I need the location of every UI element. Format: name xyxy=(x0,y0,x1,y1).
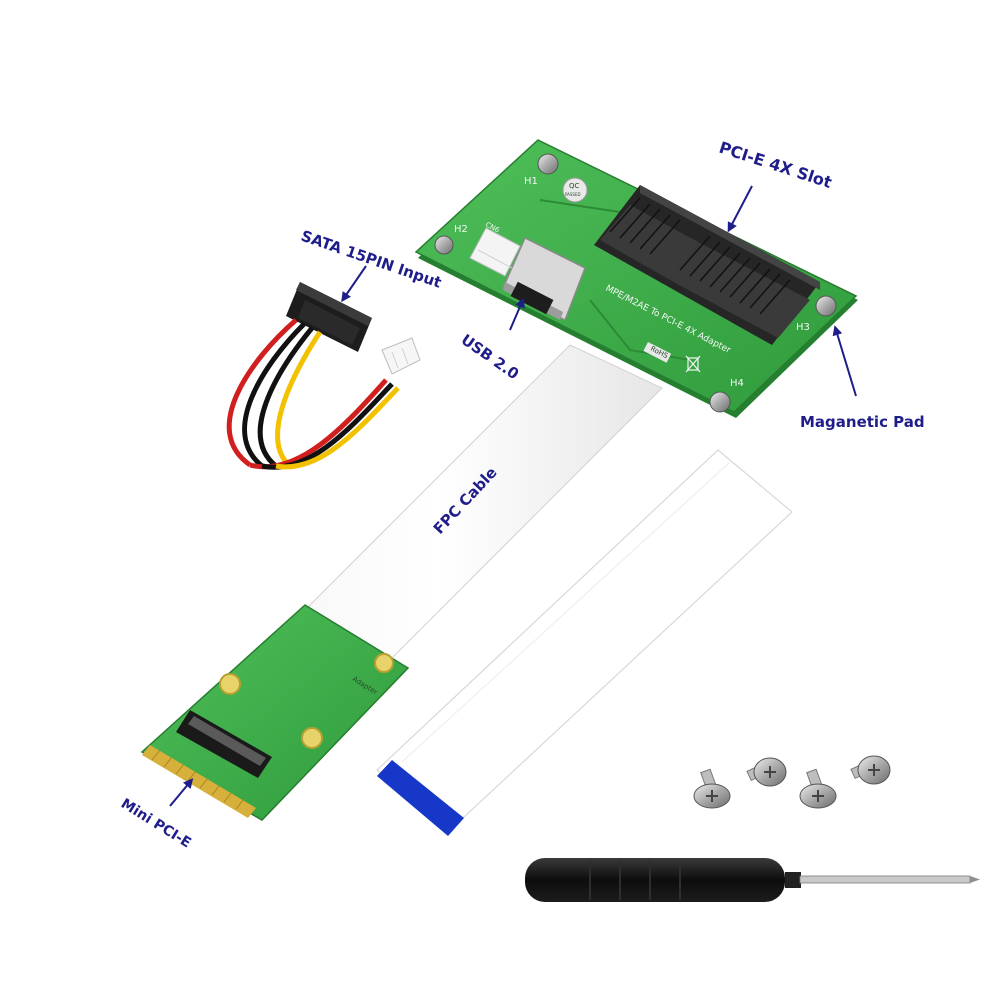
mini-pcie-board: Adapter xyxy=(140,604,410,821)
usb-label: USB 2.0 xyxy=(458,331,523,384)
pcie-slot-arrow xyxy=(727,185,753,233)
label-h2: H2 xyxy=(454,224,468,235)
mini-pcie-label: Mini PCI-E xyxy=(118,796,194,852)
screw-icon xyxy=(693,755,891,809)
svg-text:QC: QC xyxy=(569,182,580,190)
magnetic-pad-label: Maganetic Pad xyxy=(800,413,925,431)
pcie-adapter-board: QC PASSED H1 H2 H3 H4 CN6 MPE/M2AE To PC… xyxy=(414,139,858,418)
arrow-icon xyxy=(169,185,857,807)
spare-fpc-cable xyxy=(376,449,793,836)
screwdriver-icon xyxy=(525,858,980,902)
pcie-4x-slot xyxy=(594,185,820,345)
label-h1: H1 xyxy=(524,176,538,187)
label-h3: H3 xyxy=(796,322,810,333)
sata-power-cable xyxy=(226,282,421,470)
mount-hole-h4 xyxy=(709,391,731,413)
usb-connector xyxy=(502,236,586,322)
magnetic-pad-arrow xyxy=(832,325,857,397)
cn6-header xyxy=(469,227,521,277)
mini-pcie-arrow xyxy=(169,778,194,807)
weee-bin-icon xyxy=(685,355,701,373)
svg-text:PASSED: PASSED xyxy=(565,192,581,197)
label-h4: H4 xyxy=(730,378,744,389)
qc-sticker: QC PASSED xyxy=(562,177,588,203)
mount-hole-h1 xyxy=(537,153,559,175)
mount-hole-h2 xyxy=(434,235,454,255)
sata-arrow xyxy=(341,265,367,303)
usb-arrow xyxy=(509,297,525,331)
pcie-slot-label: PCI-E 4X Slot xyxy=(717,138,835,192)
mount-hole-h3 xyxy=(815,295,837,317)
